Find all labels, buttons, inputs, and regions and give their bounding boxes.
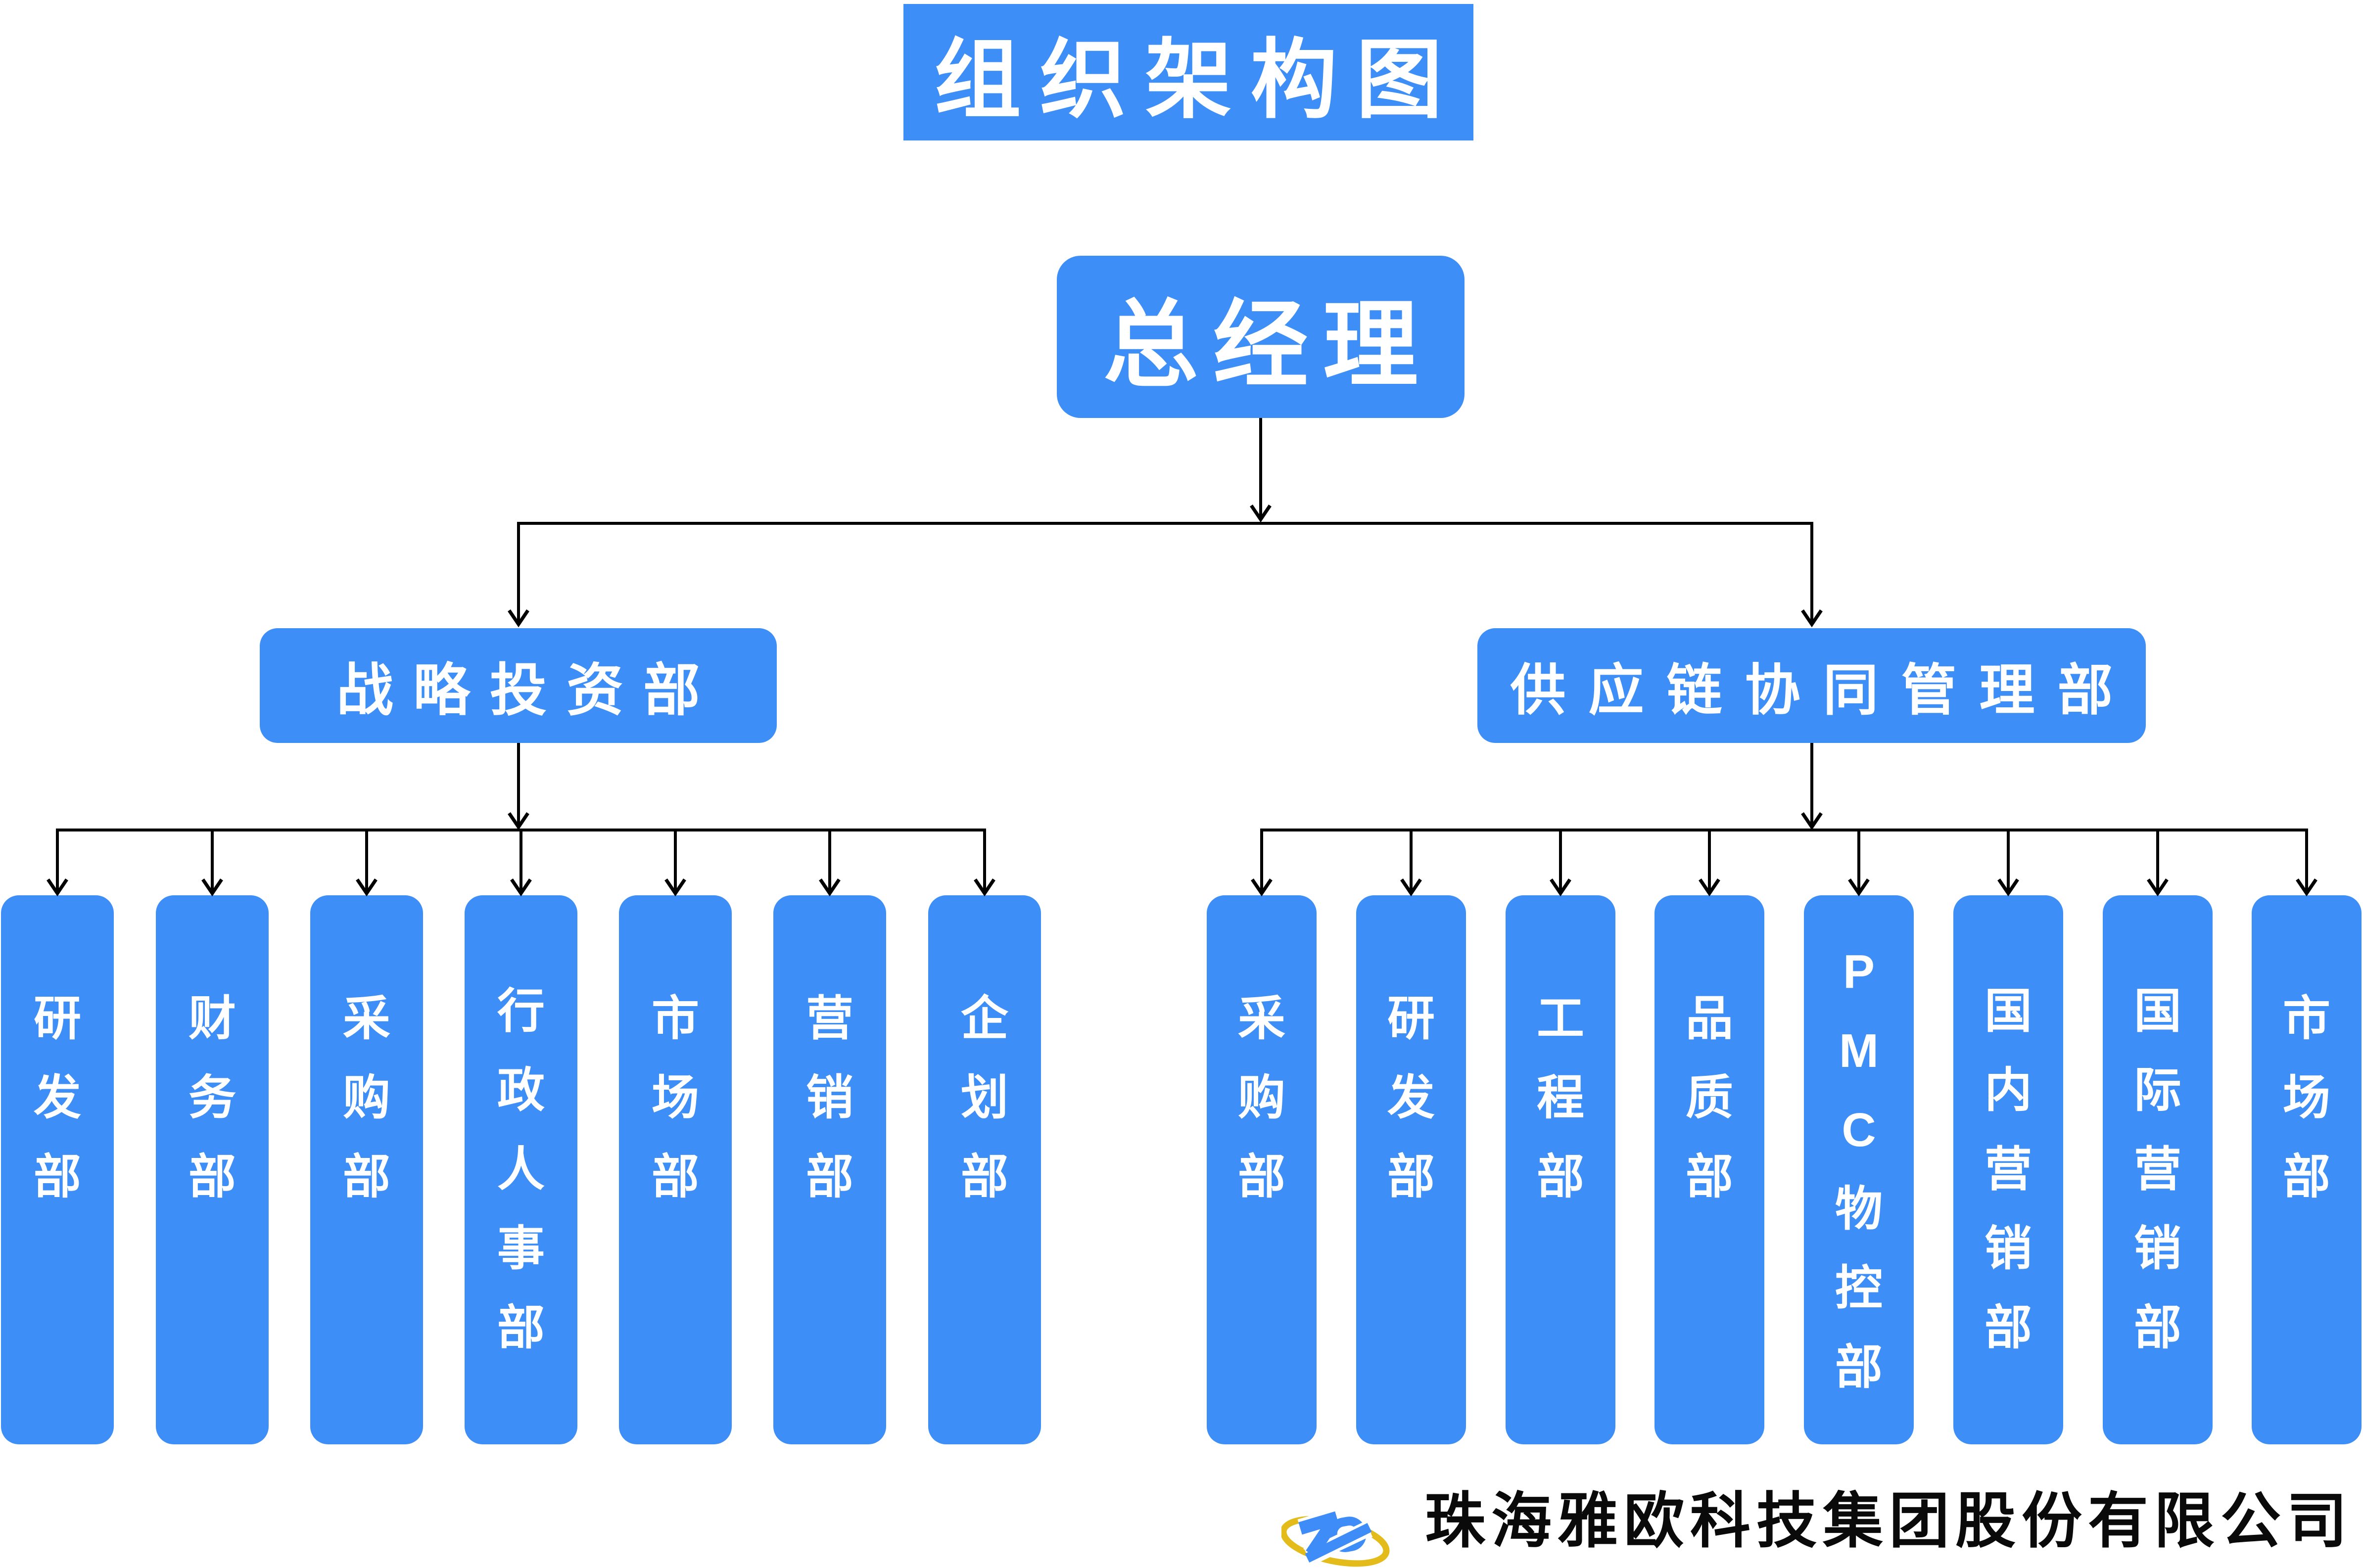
node-strategic-investment-dept: 战略投资部 (260, 628, 777, 743)
node-general-manager: 总经理 (1057, 256, 1465, 418)
chart-title-label: 组织架构图 (934, 32, 1462, 129)
left-branch-connectors (47, 743, 995, 897)
chart-title: 组织架构图 (903, 4, 1473, 140)
node-purchasing-dept-right-label: 采购部 (1238, 992, 1285, 1203)
node-engineering-dept: 工程部 (1506, 895, 1615, 1444)
node-engineering-dept-label: 工程部 (1537, 992, 1584, 1203)
node-admin-hr-dept: 行政人事部 (465, 895, 577, 1444)
node-rd-dept-left-label: 研发部 (34, 992, 81, 1203)
logo-z-mark (1298, 1511, 1372, 1563)
node-domestic-sales-dept: 国内营销部 (1953, 895, 2063, 1444)
node-admin-hr-dept-label: 行政人事部 (497, 985, 545, 1354)
node-pmc-material-control-dept-label: PMC物控部 (1835, 945, 1883, 1394)
node-quality-dept-label: 品质部 (1686, 992, 1733, 1203)
node-supply-chain-mgmt-dept-label: 供应链协同管理部 (1510, 659, 2136, 721)
node-sales-dept-label: 营销部 (806, 992, 853, 1203)
node-market-dept-right: 市场部 (2252, 895, 2362, 1444)
node-quality-dept: 品质部 (1654, 895, 1764, 1444)
level1-connectors (508, 418, 1823, 628)
node-purchasing-dept-right: 采购部 (1207, 895, 1317, 1444)
node-international-sales-dept: 国际营销部 (2103, 895, 2213, 1444)
node-market-dept-left-label: 市场部 (652, 992, 699, 1203)
node-planning-dept-label: 企划部 (961, 992, 1008, 1203)
node-market-dept-right-label: 市场部 (2283, 992, 2330, 1203)
company-logo (1281, 1508, 1390, 1567)
node-rd-dept-right-label: 研发部 (1387, 992, 1435, 1203)
node-rd-dept-right: 研发部 (1356, 895, 1466, 1444)
node-finance-dept-label: 财务部 (189, 992, 236, 1203)
node-strategic-investment-dept-label: 战略投资部 (336, 659, 720, 722)
node-purchasing-dept-left-label: 采购部 (343, 992, 390, 1203)
node-domestic-sales-dept-label: 国内营销部 (1985, 985, 2032, 1354)
node-purchasing-dept-left: 采购部 (310, 895, 423, 1444)
node-market-dept-left: 市场部 (619, 895, 732, 1444)
node-sales-dept: 营销部 (773, 895, 886, 1444)
node-general-manager-label: 总经理 (1103, 292, 1433, 398)
node-supply-chain-mgmt-dept: 供应链协同管理部 (1477, 628, 2146, 743)
node-finance-dept: 财务部 (156, 895, 269, 1444)
node-rd-dept-left: 研发部 (1, 895, 114, 1444)
right-branch-connectors (1251, 743, 2317, 897)
company-name: 珠海雅欧科技集团股份有限公司 (1425, 1488, 2353, 1555)
node-planning-dept: 企划部 (928, 895, 1041, 1444)
node-pmc-material-control-dept: PMC物控部 (1804, 895, 1914, 1444)
node-international-sales-dept-label: 国际营销部 (2134, 985, 2181, 1354)
